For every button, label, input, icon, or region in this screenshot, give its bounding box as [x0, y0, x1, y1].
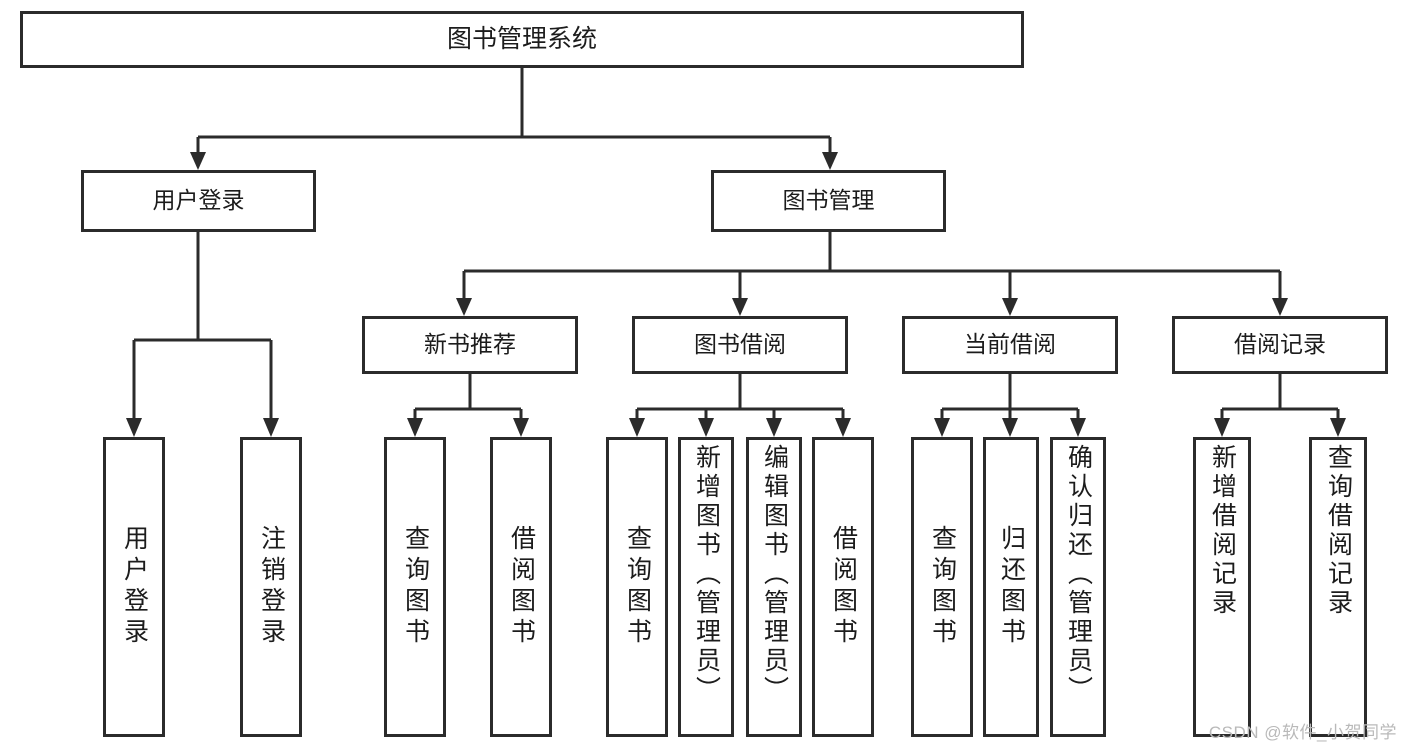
leaf-current-return-book[interactable]: 归还图书	[983, 437, 1039, 737]
node-label: 用户登录	[120, 525, 149, 649]
leaf-record-query-borrow-record[interactable]: 查询借阅记录	[1309, 437, 1367, 737]
arrowhead-current-borrow	[1002, 298, 1018, 316]
leaf-borrow-borrow-book[interactable]: 借阅图书	[812, 437, 874, 737]
node-label: 新书推荐	[424, 331, 516, 358]
leaf-current-query-book[interactable]: 查询图书	[911, 437, 973, 737]
node-label: 新增图书（管理员）	[692, 444, 721, 705]
node-label: 注销登录	[257, 525, 286, 649]
node-label: 归还图书	[997, 525, 1026, 649]
node-label: 确认归还（管理员）	[1064, 444, 1093, 705]
arrowhead-new-book	[456, 298, 472, 316]
arrowhead-cb-leaf3	[1070, 418, 1086, 437]
leaf-borrow-query-book[interactable]: 查询图书	[606, 437, 668, 737]
node-label: 借阅图书	[829, 525, 858, 649]
leaf-current-confirm-return-admin[interactable]: 确认归还（管理员）	[1050, 437, 1106, 737]
arrowhead-nb-leaf1	[407, 418, 423, 437]
node-label: 查询图书	[401, 525, 430, 649]
node-label: 查询图书	[928, 525, 957, 649]
node-label: 借阅图书	[507, 525, 536, 649]
arrowhead-bb-leaf2	[698, 418, 714, 437]
arrowhead-user-login-leaf1	[126, 418, 142, 437]
node-label: 查询图书	[623, 525, 652, 649]
arrowhead-nb-leaf2	[513, 418, 529, 437]
node-label: 借阅记录	[1234, 331, 1326, 358]
arrowhead-borrow-record	[1272, 298, 1288, 316]
node-label: 用户登录	[152, 187, 245, 214]
arrowhead-bb-leaf4	[835, 418, 851, 437]
arrowhead-cb-leaf1	[934, 418, 950, 437]
node-label: 图书管理	[782, 187, 875, 214]
arrowhead-br-leaf2	[1330, 418, 1346, 437]
node-label: 图书借阅	[694, 331, 786, 358]
node-user-login[interactable]: 用户登录	[81, 170, 316, 232]
leaf-logout[interactable]: 注销登录	[240, 437, 302, 737]
arrowhead-book-borrow	[732, 298, 748, 316]
node-book-management[interactable]: 图书管理	[711, 170, 946, 232]
node-label: 图书管理系统	[446, 24, 597, 53]
node-label: 新增借阅记录	[1208, 444, 1237, 618]
arrowhead-user-login	[190, 152, 206, 170]
arrowhead-bb-leaf3	[766, 418, 782, 437]
arrowhead-user-login-leaf2	[263, 418, 279, 437]
node-label: 当前借阅	[964, 331, 1056, 358]
arrowhead-book-manage	[822, 152, 838, 170]
csdn-watermark: CSDN @软件_小贺同学	[1208, 723, 1397, 742]
node-new-book-recommend[interactable]: 新书推荐	[362, 316, 578, 374]
node-current-borrow[interactable]: 当前借阅	[902, 316, 1118, 374]
leaf-borrow-add-book-admin[interactable]: 新增图书（管理员）	[678, 437, 734, 737]
node-borrow-record[interactable]: 借阅记录	[1172, 316, 1388, 374]
leaf-record-add-borrow-record[interactable]: 新增借阅记录	[1193, 437, 1251, 737]
node-root-book-management-system[interactable]: 图书管理系统	[20, 11, 1024, 68]
leaf-newbook-query-book[interactable]: 查询图书	[384, 437, 446, 737]
arrowhead-bb-leaf1	[629, 418, 645, 437]
leaf-user-login[interactable]: 用户登录	[103, 437, 165, 737]
leaf-borrow-edit-book-admin[interactable]: 编辑图书（管理员）	[746, 437, 802, 737]
arrowhead-cb-leaf2	[1002, 418, 1018, 437]
node-label: 编辑图书（管理员）	[760, 444, 789, 705]
leaf-newbook-borrow-book[interactable]: 借阅图书	[490, 437, 552, 737]
node-label: 查询借阅记录	[1324, 444, 1353, 618]
arrowhead-br-leaf1	[1214, 418, 1230, 437]
node-book-borrow[interactable]: 图书借阅	[632, 316, 848, 374]
